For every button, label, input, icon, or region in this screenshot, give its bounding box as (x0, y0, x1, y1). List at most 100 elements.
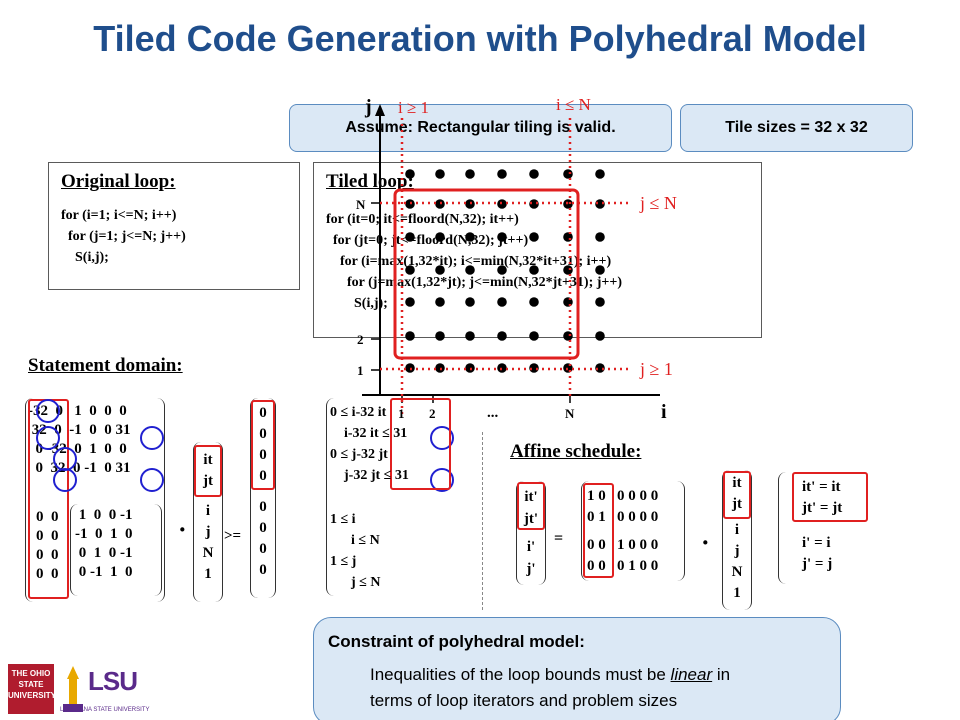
iteration-point (529, 297, 539, 307)
lsu-subtitle: LOUISIANA STATE UNIVERSITY (60, 707, 150, 713)
code-line: for (i=1; i<=N; i++) (61, 208, 177, 223)
iteration-point (435, 265, 445, 275)
constraint-title: Constraint of polyhedral model: (328, 632, 585, 651)
iteration-point (435, 331, 445, 341)
vector-entry: j (205, 524, 211, 540)
vector-entry: 0 (259, 468, 267, 484)
iteration-point (465, 232, 475, 242)
highlight-zero-top (251, 400, 275, 490)
affine-result-top: it' = it jt' = jt (802, 477, 842, 519)
domain-vector-bracket (193, 442, 223, 602)
matrix-row: 1 0 0 -1 (75, 507, 133, 523)
iteration-point (529, 169, 539, 179)
ohio-state-logo: THE OHIO STATE UNIVERSITY (8, 664, 56, 714)
iteration-point (465, 297, 475, 307)
highlight-affine-columns (583, 483, 614, 578)
vector-entry: i' (526, 539, 536, 555)
statement-domain-heading: Statement domain: (28, 355, 183, 376)
label-j-ge-1: j ≥ 1 (639, 359, 673, 379)
vector-entry: 1 (733, 585, 741, 601)
matrix-row: 0 0 1 0 0 0 (587, 537, 659, 553)
vector-entry: 0 (259, 405, 267, 421)
original-loop-heading: Original loop: (61, 171, 176, 192)
affine-matrix-bottom: 0 0 1 0 0 0 0 0 0 1 0 0 (587, 535, 658, 577)
iteration-point (595, 363, 605, 373)
tile-sizes-box: Tile sizes = 32 x 32 (680, 104, 913, 152)
matrix-row: 0 0 0 1 0 0 (587, 558, 659, 574)
code-line: for (it=0; it<=floord(N,32); it++) (326, 212, 519, 227)
highlight-affine-result (792, 472, 868, 522)
iteration-point (529, 331, 539, 341)
vector-entry: 1 (204, 566, 212, 582)
y-tick-label-1: 1 (357, 363, 364, 378)
code-line: for (i=max(1,32*it); i<=min(N,32*it+31);… (326, 254, 612, 269)
constraint-text: in (712, 665, 731, 684)
axis-i-label: i (661, 401, 667, 423)
x-tick-label-N: N (565, 406, 575, 421)
vector-entry: 0 (259, 520, 267, 536)
domain-matrix-bracket (25, 398, 165, 602)
equation: j' = j (802, 556, 833, 572)
matrix-row: 0 0 (36, 547, 59, 563)
iteration-point (405, 265, 415, 275)
tiled-loop-heading: Tiled loop: (326, 171, 414, 192)
iteration-point (595, 297, 605, 307)
vector-entry: 0 (259, 499, 267, 515)
zero-vector-bracket (250, 398, 276, 598)
iteration-point (435, 232, 445, 242)
x-ellipsis: ... (487, 405, 499, 421)
original-loop-box: Original loop: for (i=1; i<=N; i++) for … (48, 162, 300, 290)
inequality: j ≤ N (330, 575, 381, 590)
vector-entry: i (734, 522, 740, 538)
domain-submatrix-bracket (70, 504, 162, 596)
iteration-point (405, 169, 415, 179)
highlight-tile-inequalities (390, 398, 451, 490)
inequality: 1 ≤ j (330, 554, 357, 569)
constraint-text: Inequalities of the loop bounds must be (370, 665, 671, 684)
constraint-emphasis: linear (670, 665, 713, 684)
lsu-logo-text: LSU (88, 666, 138, 696)
circle-marker (430, 426, 454, 450)
vector-entry: j (734, 543, 740, 559)
iteration-point (595, 232, 605, 242)
y-tick-label-N: N (356, 197, 366, 212)
page-title: Tiled Code Generation with Polyhedral Mo… (93, 18, 867, 59)
matrix-row: 0 32 0 -1 0 31 (28, 460, 131, 476)
iteration-point (435, 169, 445, 179)
label-i-ge-1: i ≥ 1 (398, 98, 429, 117)
inequalities-bracket (326, 398, 452, 596)
iteration-point (465, 169, 475, 179)
matrix-row: 32 0 -1 0 0 31 (28, 422, 131, 438)
matrix-row: -1 0 1 0 (75, 526, 133, 542)
assume-text: Assume: Rectangular tiling is valid. (345, 119, 616, 136)
circle-marker (36, 399, 60, 423)
affine-result-bracket (778, 472, 868, 584)
matrix-row: 0 -32 0 1 0 0 (28, 441, 127, 457)
circle-marker (36, 426, 60, 450)
vector-entry: 0 (259, 541, 267, 557)
matrix-row: 1 0 0 0 0 0 (587, 488, 659, 504)
vector-entry: it (203, 452, 213, 468)
iteration-point (405, 331, 415, 341)
vector-entry: jt (732, 496, 742, 512)
circle-marker (430, 468, 454, 492)
iteration-point (529, 232, 539, 242)
iteration-point (435, 297, 445, 307)
vector-entry: jt' (523, 511, 539, 527)
equation: it' = it (802, 479, 841, 495)
x-tick-label-1: 1 (398, 406, 405, 421)
inequality: 0 ≤ j-32 jt (330, 447, 388, 462)
code-line: S(i,j); (61, 250, 109, 265)
iteration-point (529, 363, 539, 373)
equation: i' = i (802, 535, 831, 551)
inequality: j-32 jt ≤ 31 (330, 468, 409, 483)
matrix-row: 0 -1 1 0 (75, 564, 133, 580)
equals-operator: = (554, 530, 564, 547)
equation: jt' = jt (802, 500, 843, 516)
